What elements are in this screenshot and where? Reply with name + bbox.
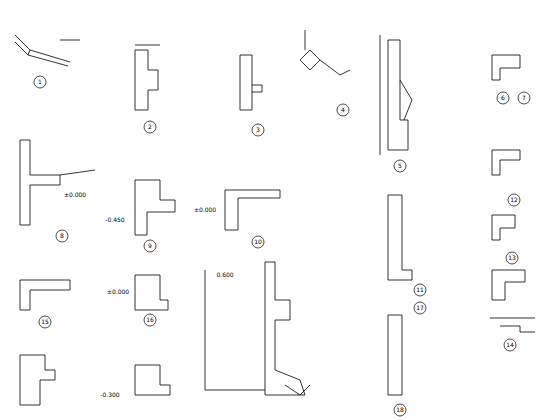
section-outline bbox=[20, 140, 60, 225]
elevation-label: ±0.000 bbox=[63, 192, 87, 198]
callout-circle bbox=[414, 284, 426, 296]
callout-circle bbox=[504, 339, 516, 351]
callout-number: 8 bbox=[59, 233, 65, 239]
callout-circle bbox=[414, 302, 426, 314]
section-outline bbox=[265, 262, 305, 395]
callout-number: 12 bbox=[509, 197, 519, 203]
callout-circle bbox=[56, 230, 68, 242]
section-outline bbox=[135, 365, 170, 395]
callout-number: 4 bbox=[340, 107, 346, 113]
section-outline bbox=[388, 315, 402, 395]
elevation-label: ±0.000 bbox=[106, 289, 130, 295]
section-outline bbox=[388, 195, 412, 280]
section-outline bbox=[60, 40, 80, 41]
callout-number: 18 bbox=[395, 407, 405, 413]
section-outline bbox=[285, 385, 310, 395]
callout-number: 13 bbox=[507, 255, 517, 261]
section-outline bbox=[28, 50, 30, 55]
section-outline bbox=[388, 40, 408, 150]
callout-circle bbox=[144, 314, 156, 326]
section-outline bbox=[225, 190, 280, 230]
callout-number: 14 bbox=[505, 342, 515, 348]
callout-circle bbox=[337, 104, 349, 116]
callout-number: 10 bbox=[253, 239, 263, 245]
callout-number: 9 bbox=[147, 243, 153, 249]
callout-number: 1 bbox=[37, 79, 43, 85]
section-outline bbox=[492, 55, 520, 80]
callout-circle bbox=[508, 194, 520, 206]
callout-circle bbox=[394, 404, 406, 416]
section-outline bbox=[240, 55, 252, 110]
section-outline bbox=[490, 318, 535, 319]
callout-number: 15 bbox=[40, 319, 50, 325]
section-outline bbox=[135, 180, 175, 235]
elevation-label: -0.300 bbox=[99, 392, 120, 398]
section-outline bbox=[20, 355, 55, 405]
callout-circle bbox=[34, 76, 46, 88]
callout-circle bbox=[506, 252, 518, 264]
callout-circle bbox=[144, 240, 156, 252]
elevation-label: -0.450 bbox=[104, 217, 125, 223]
section-outline bbox=[205, 270, 265, 390]
section-outline bbox=[492, 150, 520, 175]
callout-number: 6 bbox=[500, 95, 506, 101]
section-outline bbox=[320, 60, 350, 75]
section-outline bbox=[135, 50, 158, 110]
section-outline bbox=[305, 30, 306, 50]
elevation-label: 0.600 bbox=[215, 272, 234, 278]
callout-number: 3 bbox=[255, 127, 261, 133]
callout-number: 16 bbox=[145, 317, 155, 323]
callout-number: 2 bbox=[147, 124, 153, 130]
section-outline bbox=[135, 275, 168, 310]
elevation-label: ±0.000 bbox=[193, 207, 217, 213]
callout-circle bbox=[497, 92, 509, 104]
section-outline bbox=[15, 42, 68, 66]
callout-circle bbox=[518, 92, 530, 104]
callout-circle bbox=[39, 316, 51, 328]
callout-circle bbox=[144, 121, 156, 133]
section-outline bbox=[492, 270, 525, 300]
callout-number: 5 bbox=[397, 163, 403, 169]
callout-circle bbox=[394, 160, 406, 172]
section-outline bbox=[20, 280, 70, 310]
callout-circle bbox=[252, 236, 264, 248]
callout-number: 17 bbox=[415, 305, 425, 311]
section-outline bbox=[492, 215, 515, 240]
section-outline bbox=[380, 35, 381, 155]
section-outline bbox=[400, 80, 412, 120]
callout-circle bbox=[252, 124, 264, 136]
section-outline bbox=[252, 85, 262, 92]
section-outline bbox=[15, 35, 70, 62]
section-outline bbox=[300, 50, 320, 70]
callout-number: 11 bbox=[415, 287, 425, 293]
section-outline bbox=[500, 326, 535, 332]
callout-number: 7 bbox=[521, 95, 527, 101]
section-outline bbox=[60, 170, 95, 175]
section-outline bbox=[135, 45, 160, 46]
